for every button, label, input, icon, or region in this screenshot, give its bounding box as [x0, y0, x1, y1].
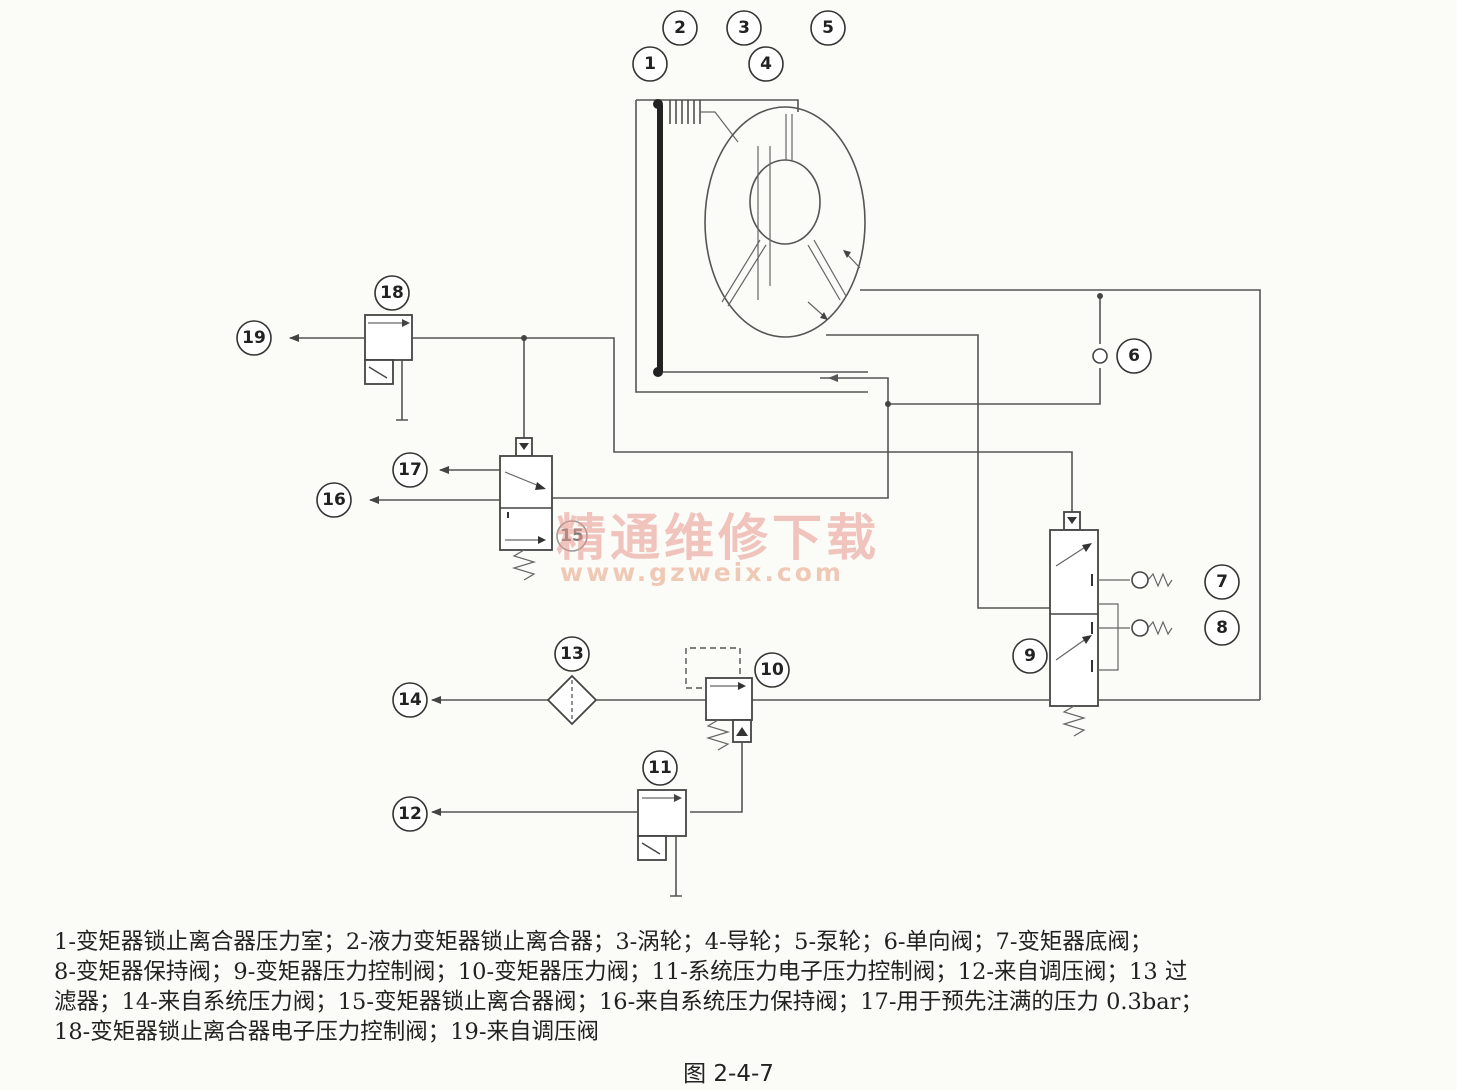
svg-text:1: 1 [644, 54, 656, 74]
valve-11 [431, 789, 687, 897]
lockup-clutch-pack [669, 100, 739, 143]
svg-text:8: 8 [1216, 618, 1228, 638]
caption-line: 8-变矩器保持阀；9-变矩器压力控制阀；10-变矩器压力阀；11-系统压力电子压… [54, 959, 1188, 985]
check-valve-6 [1092, 348, 1108, 364]
caption-line: 1-变矩器锁止离合器压力室；2-液力变矩器锁止离合器；3-涡轮；4-导轮；5-泵… [54, 929, 1153, 955]
svg-text:10: 10 [760, 660, 784, 680]
callout-10: 10 [754, 652, 790, 688]
clutch-pivot-top [653, 99, 663, 109]
figure-label: 图 2-4-7 [683, 1061, 774, 1087]
figure-caption: 1-变矩器锁止离合器压力室；2-液力变矩器锁止离合器；3-涡轮；4-导轮；5-泵… [54, 927, 1439, 1047]
clutch-pivot-bottom [653, 367, 663, 377]
svg-text:16: 16 [322, 490, 346, 510]
svg-text:2: 2 [674, 18, 686, 38]
callout-11: 11 [642, 750, 678, 786]
torque-converter [635, 99, 868, 393]
svg-text:6: 6 [1128, 346, 1140, 366]
torque-converter-hydraulic-schematic: 1 2 3 4 5 6 7 8 9 10 11 12 13 14 15 16 1… [236, 10, 1261, 897]
callout-6: 6 [1116, 338, 1152, 374]
valve-10 [685, 647, 753, 813]
svg-text:12: 12 [398, 804, 422, 824]
svg-text:13: 13 [560, 644, 584, 664]
svg-text:15: 15 [560, 526, 584, 546]
callout-5: 5 [810, 10, 846, 46]
callout-4: 4 [748, 46, 784, 82]
svg-text:3: 3 [738, 18, 750, 38]
callout-17: 17 [392, 452, 428, 488]
svg-text:5: 5 [822, 18, 834, 38]
callout-8: 8 [1204, 610, 1240, 646]
svg-text:11: 11 [648, 758, 672, 778]
callout-13: 13 [554, 636, 590, 672]
callout-12: 12 [392, 796, 428, 832]
callout-19: 19 [236, 320, 272, 356]
callout-1: 1 [632, 46, 668, 82]
pump-torus [704, 106, 866, 338]
valve-9 [1049, 511, 1173, 737]
callout-14: 14 [392, 682, 428, 718]
svg-text:4: 4 [760, 54, 772, 74]
svg-text:18: 18 [380, 283, 404, 303]
svg-text:9: 9 [1024, 646, 1036, 666]
svg-text:7: 7 [1216, 572, 1228, 592]
callout-15: 15 [556, 520, 588, 552]
callout-16: 16 [316, 482, 352, 518]
svg-text:19: 19 [242, 328, 266, 348]
callout-18: 18 [374, 275, 410, 311]
callout-9: 9 [1012, 638, 1048, 674]
callout-7: 7 [1204, 564, 1240, 600]
watermark-url: www.gzweix.com [560, 558, 844, 587]
valve-15 [369, 335, 553, 581]
callout-3: 3 [726, 10, 762, 46]
torus-core [749, 159, 821, 245]
svg-text:14: 14 [398, 690, 422, 710]
caption-line: 18-变矩器锁止离合器电子压力控制阀；19-来自调压阀 [54, 1019, 599, 1045]
system-pressure-line [431, 674, 1260, 726]
watermark-title: 精通维修下载 [556, 509, 880, 567]
svg-text:17: 17 [398, 460, 422, 480]
converter-oil-lines [552, 289, 1261, 700]
hydraulic-diagram-area: 1 2 3 4 5 6 7 8 9 10 11 12 13 14 15 16 1… [236, 10, 1261, 897]
valve-18 [289, 314, 1073, 512]
callout-2: 2 [662, 10, 698, 46]
caption-line: 滤器；14-来自系统压力阀；15-变矩器锁止离合器阀；16-来自系统压力保持阀；… [54, 989, 1203, 1015]
